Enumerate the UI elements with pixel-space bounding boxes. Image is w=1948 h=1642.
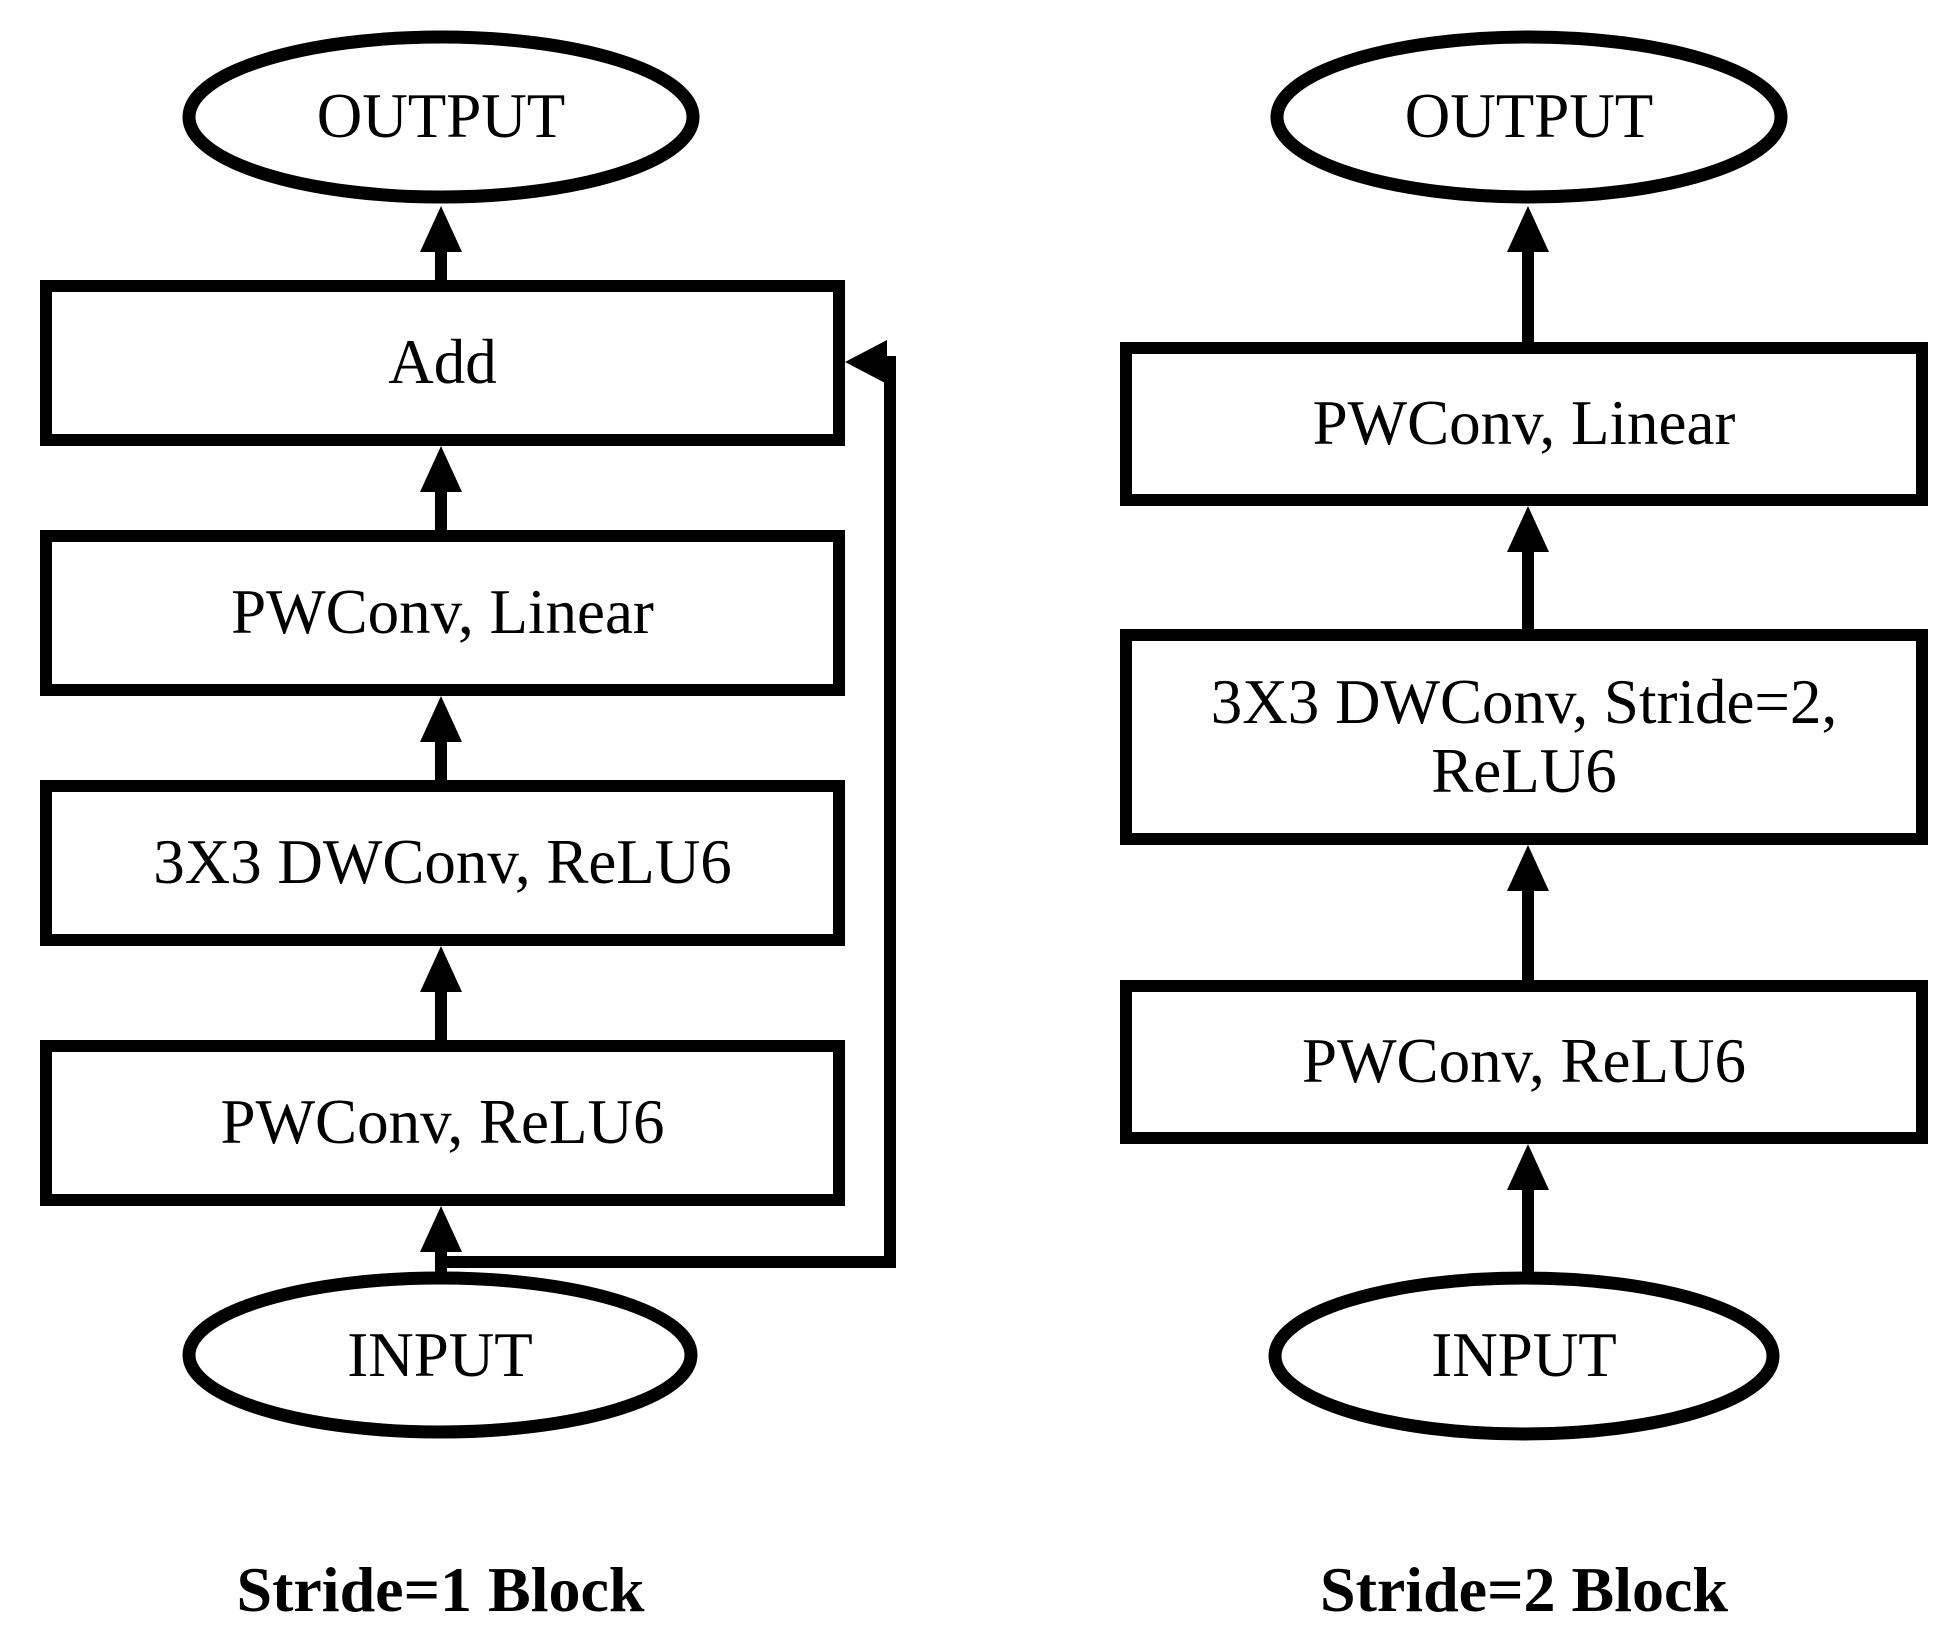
right-arrow-pwlinear-to-output-head-icon xyxy=(1507,206,1549,252)
right-pwconv-relu6-box-label: PWConv, ReLU6 xyxy=(1302,1026,1746,1097)
right-pwconv-linear-box xyxy=(1120,342,1928,506)
left-add-box xyxy=(40,280,845,446)
right-input-label: INPUT xyxy=(1431,1320,1617,1391)
left-arrow-pwrelu-to-dwconv-head-icon xyxy=(420,946,462,992)
left-dwconv-box xyxy=(40,780,845,946)
left-output-label: OUTPUT xyxy=(316,81,566,152)
left-arrow-add-to-output-head-icon xyxy=(420,206,462,252)
left-pwconv-linear-box-label: PWConv, Linear xyxy=(231,577,654,648)
left-arrow-pwlinear-to-add-head-icon xyxy=(420,446,462,492)
left-arrow-input-to-pwrelu-head-icon xyxy=(420,1206,462,1252)
right-block-caption: Stride=2 Block xyxy=(1319,1554,1729,1625)
right-output-label: OUTPUT xyxy=(1404,81,1654,152)
right-pwconv-relu6-box xyxy=(1120,980,1928,1144)
left-pwconv-relu6-box xyxy=(40,1040,845,1206)
left-output-ellipse xyxy=(182,30,700,204)
left-arrow-dwconv-to-pwlinear-head-icon xyxy=(420,696,462,742)
left-input-label: INPUT xyxy=(347,1320,533,1391)
right-arrow-pwrelu-to-dwconv-head-icon xyxy=(1507,845,1549,891)
right-arrow-input-to-pwrelu-head-icon xyxy=(1507,1144,1549,1190)
right-pwconv-linear-box-label: PWConv, Linear xyxy=(1312,388,1736,459)
right-dwconv-stride2-box-label: 3X3 DWConv, Stride=2, ReLU6 xyxy=(1120,629,1928,845)
skip-connection-arrowhead-icon xyxy=(845,340,887,384)
right-output-ellipse xyxy=(1270,30,1788,204)
left-block-caption: Stride=1 Block xyxy=(236,1554,645,1625)
right-dwconv-stride2-box-label-text: 3X3 DWConv, Stride=2, ReLU6 xyxy=(1210,666,1838,806)
right-dwconv-stride2-box xyxy=(1120,629,1928,845)
left-dwconv-box-label: 3X3 DWConv, ReLU6 xyxy=(153,827,732,898)
left-add-box-label: Add xyxy=(388,327,497,398)
left-pwconv-linear-box xyxy=(40,530,845,696)
right-arrow-dwconv-to-pwlinear-head-icon xyxy=(1507,506,1549,552)
left-pwconv-relu6-box-label: PWConv, ReLU6 xyxy=(220,1087,665,1158)
